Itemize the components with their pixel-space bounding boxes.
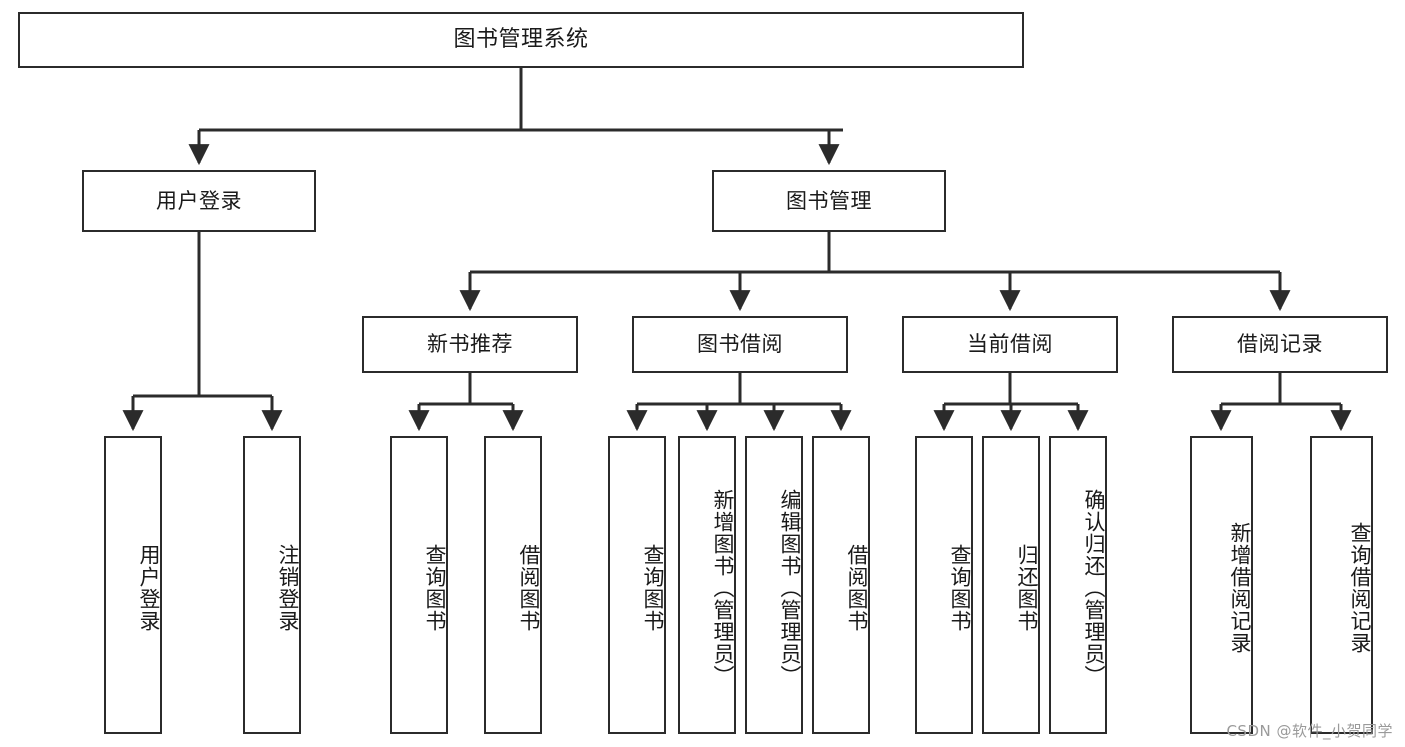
node-label: 新增图书（管理员） [711, 489, 735, 687]
node-label: 查询图书 [641, 544, 665, 632]
node-label: 编辑图书（管理员） [778, 489, 802, 687]
node-label: 注销登录 [276, 544, 300, 632]
node-label: 用户登录 [156, 188, 242, 213]
node-label: 图书管理 [786, 188, 872, 213]
leaf-borrow-book[interactable]: 借阅图书 [812, 436, 870, 734]
leaf-edit-book-admin[interactable]: 编辑图书（管理员） [745, 436, 803, 734]
node-book-borrow[interactable]: 图书借阅 [632, 316, 848, 373]
node-borrow-record[interactable]: 借阅记录 [1172, 316, 1388, 373]
node-label: 归还图书 [1015, 544, 1039, 632]
node-label: 图书借阅 [697, 332, 783, 357]
node-new-book-recommend[interactable]: 新书推荐 [362, 316, 578, 373]
leaf-query-book-new-book[interactable]: 查询图书 [390, 436, 448, 734]
node-label: 确认归还（管理员） [1082, 489, 1106, 687]
leaf-logout[interactable]: 注销登录 [243, 436, 301, 734]
leaf-query-borrow-record[interactable]: 查询借阅记录 [1310, 436, 1373, 734]
node-label: 图书管理系统 [453, 27, 589, 53]
node-current-borrow[interactable]: 当前借阅 [902, 316, 1118, 373]
watermark-text: CSDN @软件_小贺同学 [1226, 722, 1393, 740]
node-label: 用户登录 [137, 544, 161, 632]
leaf-return-book[interactable]: 归还图书 [982, 436, 1040, 734]
leaf-query-book-borrow[interactable]: 查询图书 [608, 436, 666, 734]
node-label: 查询借阅记录 [1348, 522, 1372, 654]
node-label: 查询图书 [948, 544, 972, 632]
leaf-add-borrow-record[interactable]: 新增借阅记录 [1190, 436, 1253, 734]
node-label: 借阅记录 [1237, 332, 1323, 357]
node-label: 当前借阅 [967, 332, 1053, 357]
leaf-add-book-admin[interactable]: 新增图书（管理员） [678, 436, 736, 734]
node-label: 查询图书 [423, 544, 447, 632]
leaf-user-login[interactable]: 用户登录 [104, 436, 162, 734]
node-label: 借阅图书 [845, 544, 869, 632]
leaf-confirm-return-admin[interactable]: 确认归还（管理员） [1049, 436, 1107, 734]
leaf-borrow-book-new-book[interactable]: 借阅图书 [484, 436, 542, 734]
node-label: 新增借阅记录 [1228, 522, 1252, 654]
node-book-management[interactable]: 图书管理 [712, 170, 946, 232]
leaf-query-book-current[interactable]: 查询图书 [915, 436, 973, 734]
node-root-library-system[interactable]: 图书管理系统 [18, 12, 1024, 68]
node-label: 借阅图书 [517, 544, 541, 632]
node-user-login[interactable]: 用户登录 [82, 170, 316, 232]
node-label: 新书推荐 [427, 332, 513, 357]
